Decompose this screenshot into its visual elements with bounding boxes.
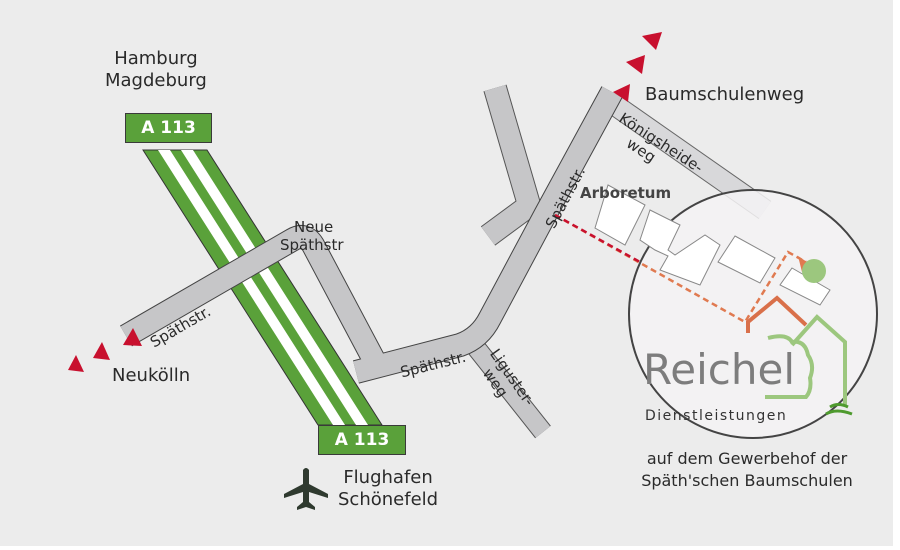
- label-flughafen: Flughafen: [343, 467, 433, 488]
- airplane-icon: [284, 468, 328, 510]
- motorway-a113: [142, 149, 383, 426]
- destination-northeast: Baumschulenweg: [645, 84, 805, 105]
- label-schoenefeld: Schönefeld: [338, 489, 439, 510]
- caption-line-1: auf dem Gewerbehof der: [646, 449, 848, 468]
- caption: auf dem Gewerbehof der Späth'schen Baums…: [622, 448, 872, 492]
- logo-house-icon: [746, 295, 853, 416]
- marker-triangle-icon: [642, 32, 662, 50]
- street-label-neue-spaethstr: Neue Späthstr: [280, 218, 344, 254]
- motorway-shield-bottom: A 113: [318, 425, 406, 455]
- label-hamburg: Hamburg: [114, 48, 198, 69]
- landmark-arboretum: Arboretum: [580, 184, 672, 202]
- destination-north: Hamburg Magdeburg: [105, 48, 207, 92]
- logo-name: Reichel: [643, 345, 796, 394]
- caption-line-2: Späth'schen Baumschulen: [641, 471, 853, 490]
- label-neue: Neue: [294, 218, 334, 236]
- motorway-shield-top: A 113: [125, 113, 212, 143]
- destination-west: Neukölln: [112, 365, 191, 386]
- buildings: [594, 184, 831, 306]
- marker-triangle-icon: [93, 342, 110, 360]
- direction-markers: [68, 32, 662, 372]
- marker-triangle-icon: [626, 55, 645, 74]
- destination-marker: [802, 259, 826, 283]
- route-dashed: [554, 213, 807, 324]
- marker-triangle-icon: [613, 84, 630, 102]
- label-spaethstr: Späthstr: [280, 236, 344, 254]
- marker-triangle-icon: [68, 355, 84, 372]
- marker-triangle-icon: [123, 328, 142, 346]
- logo-subtitle: Dienstleistungen: [645, 408, 788, 424]
- label-magdeburg: Magdeburg: [105, 70, 207, 91]
- destination-south: Flughafen Schönefeld: [338, 467, 438, 511]
